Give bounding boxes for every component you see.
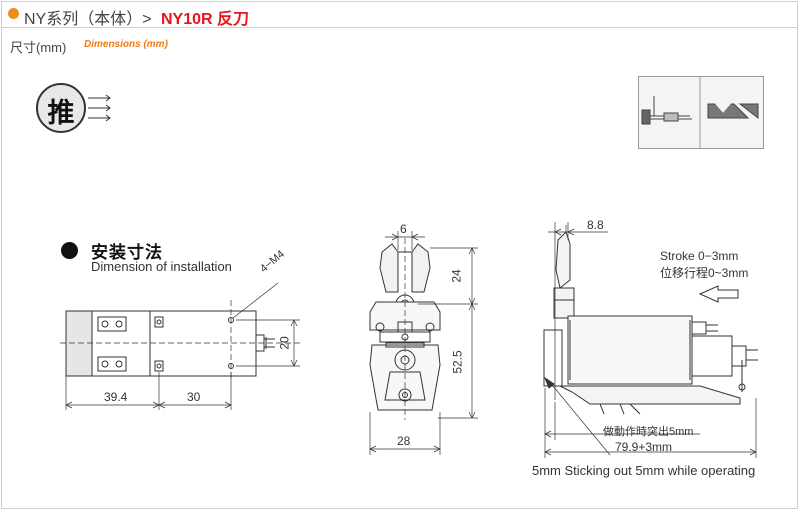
dim-width-39-4: 39.4: [104, 390, 128, 404]
side-view-drawing: [543, 222, 758, 458]
protrude-label-cn: 做動作時突出5mm: [603, 426, 694, 438]
installation-bullet-icon: [61, 242, 78, 259]
stroke-label-cn: 位移行程0~3mm: [660, 266, 749, 280]
blade-thumbnail-icon: [641, 77, 759, 148]
push-arrows-icon: [88, 94, 111, 122]
dim-height-52-5: 52.5: [450, 350, 465, 374]
push-symbol-icon: [36, 83, 86, 133]
dim-upper-24: 24: [449, 269, 464, 283]
model-title: NY10R 反刀: [161, 11, 250, 28]
dim-length-label: 79.9+3mm: [615, 440, 673, 454]
protrude-label-en: 5mm Sticking out 5mm while operating: [532, 463, 756, 478]
page-header: NY系列（本体）> NY10R 反刀: [2, 2, 797, 28]
dim-top-8-8: 8.8: [587, 218, 604, 232]
title-bullet-icon: [8, 8, 19, 19]
dimensions-title-en: Dimensions (mm): [84, 39, 168, 50]
stroke-label-en: Stroke 0−3mm: [660, 249, 739, 263]
dimensions-title-cn: 尺寸(mm): [10, 40, 67, 55]
series-title: NY系列（本体）>: [24, 11, 152, 28]
dim-width-30: 30: [187, 390, 201, 404]
installation-title-en: Dimension of installation: [91, 259, 232, 274]
dim-width-28: 28: [397, 434, 411, 448]
push-symbol-label: 推: [47, 98, 75, 128]
blade-type-thumbnail: [638, 76, 764, 149]
left-view-drawing: [60, 282, 300, 410]
installation-title-cn: 安装寸法: [91, 243, 163, 262]
dim-height-20: 20: [277, 336, 292, 350]
dim-top-6: 6: [400, 222, 407, 236]
front-view-drawing: [369, 231, 478, 455]
